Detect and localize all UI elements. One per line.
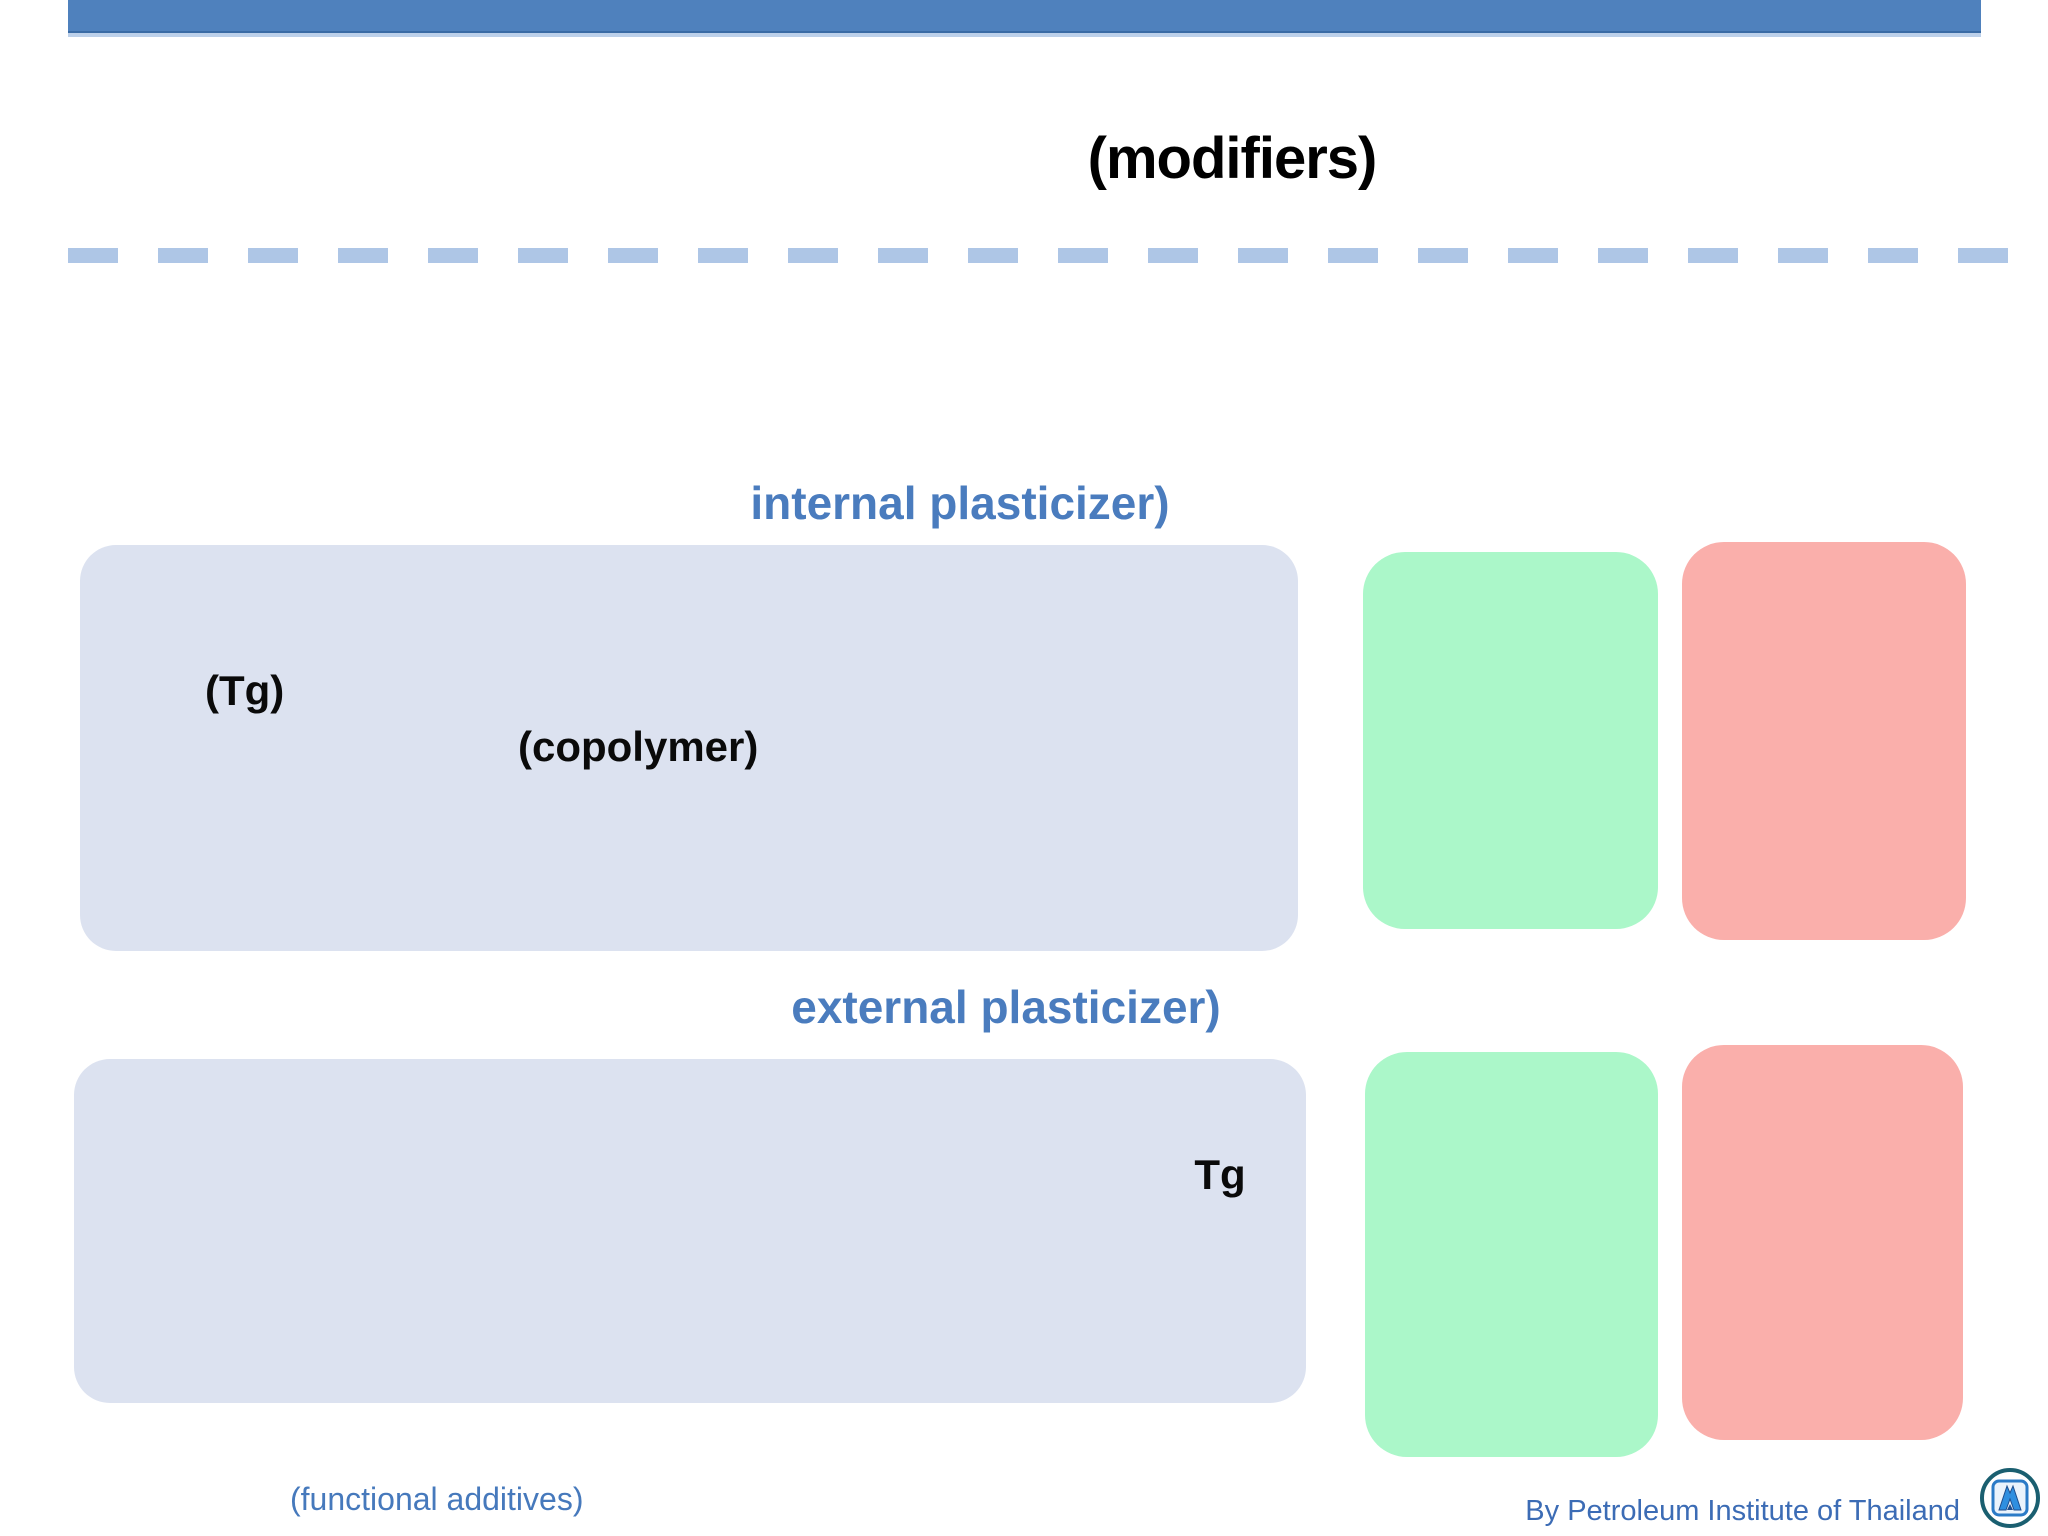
functional-additives-note: (functional additives) bbox=[290, 1481, 584, 1517]
tg-label-external: Tg bbox=[1194, 1151, 1246, 1198]
internal-plasticizer-panel bbox=[80, 545, 1298, 951]
header-bar bbox=[68, 0, 1981, 33]
green-swatch-internal bbox=[1363, 552, 1658, 929]
external-plasticizer-panel bbox=[74, 1059, 1306, 1403]
header-bar-underline bbox=[68, 33, 1981, 37]
green-swatch-external bbox=[1365, 1052, 1658, 1457]
slide-title: (modifiers) bbox=[1087, 126, 1378, 191]
ptit-logo-icon bbox=[1978, 1466, 2042, 1530]
dashed-divider bbox=[68, 248, 2014, 263]
footer-credit: By Petroleum Institute of Thailand bbox=[1525, 1495, 1960, 1527]
ptit-logo-svg bbox=[1980, 1468, 2040, 1528]
copolymer-label: (copolymer) bbox=[518, 723, 759, 770]
red-swatch-internal bbox=[1682, 542, 1966, 940]
tg-label-internal: (Tg) bbox=[205, 667, 285, 714]
red-swatch-external bbox=[1682, 1045, 1963, 1440]
external-plasticizer-heading: external plasticizer) bbox=[791, 981, 1221, 1033]
internal-plasticizer-heading: internal plasticizer) bbox=[750, 477, 1170, 529]
